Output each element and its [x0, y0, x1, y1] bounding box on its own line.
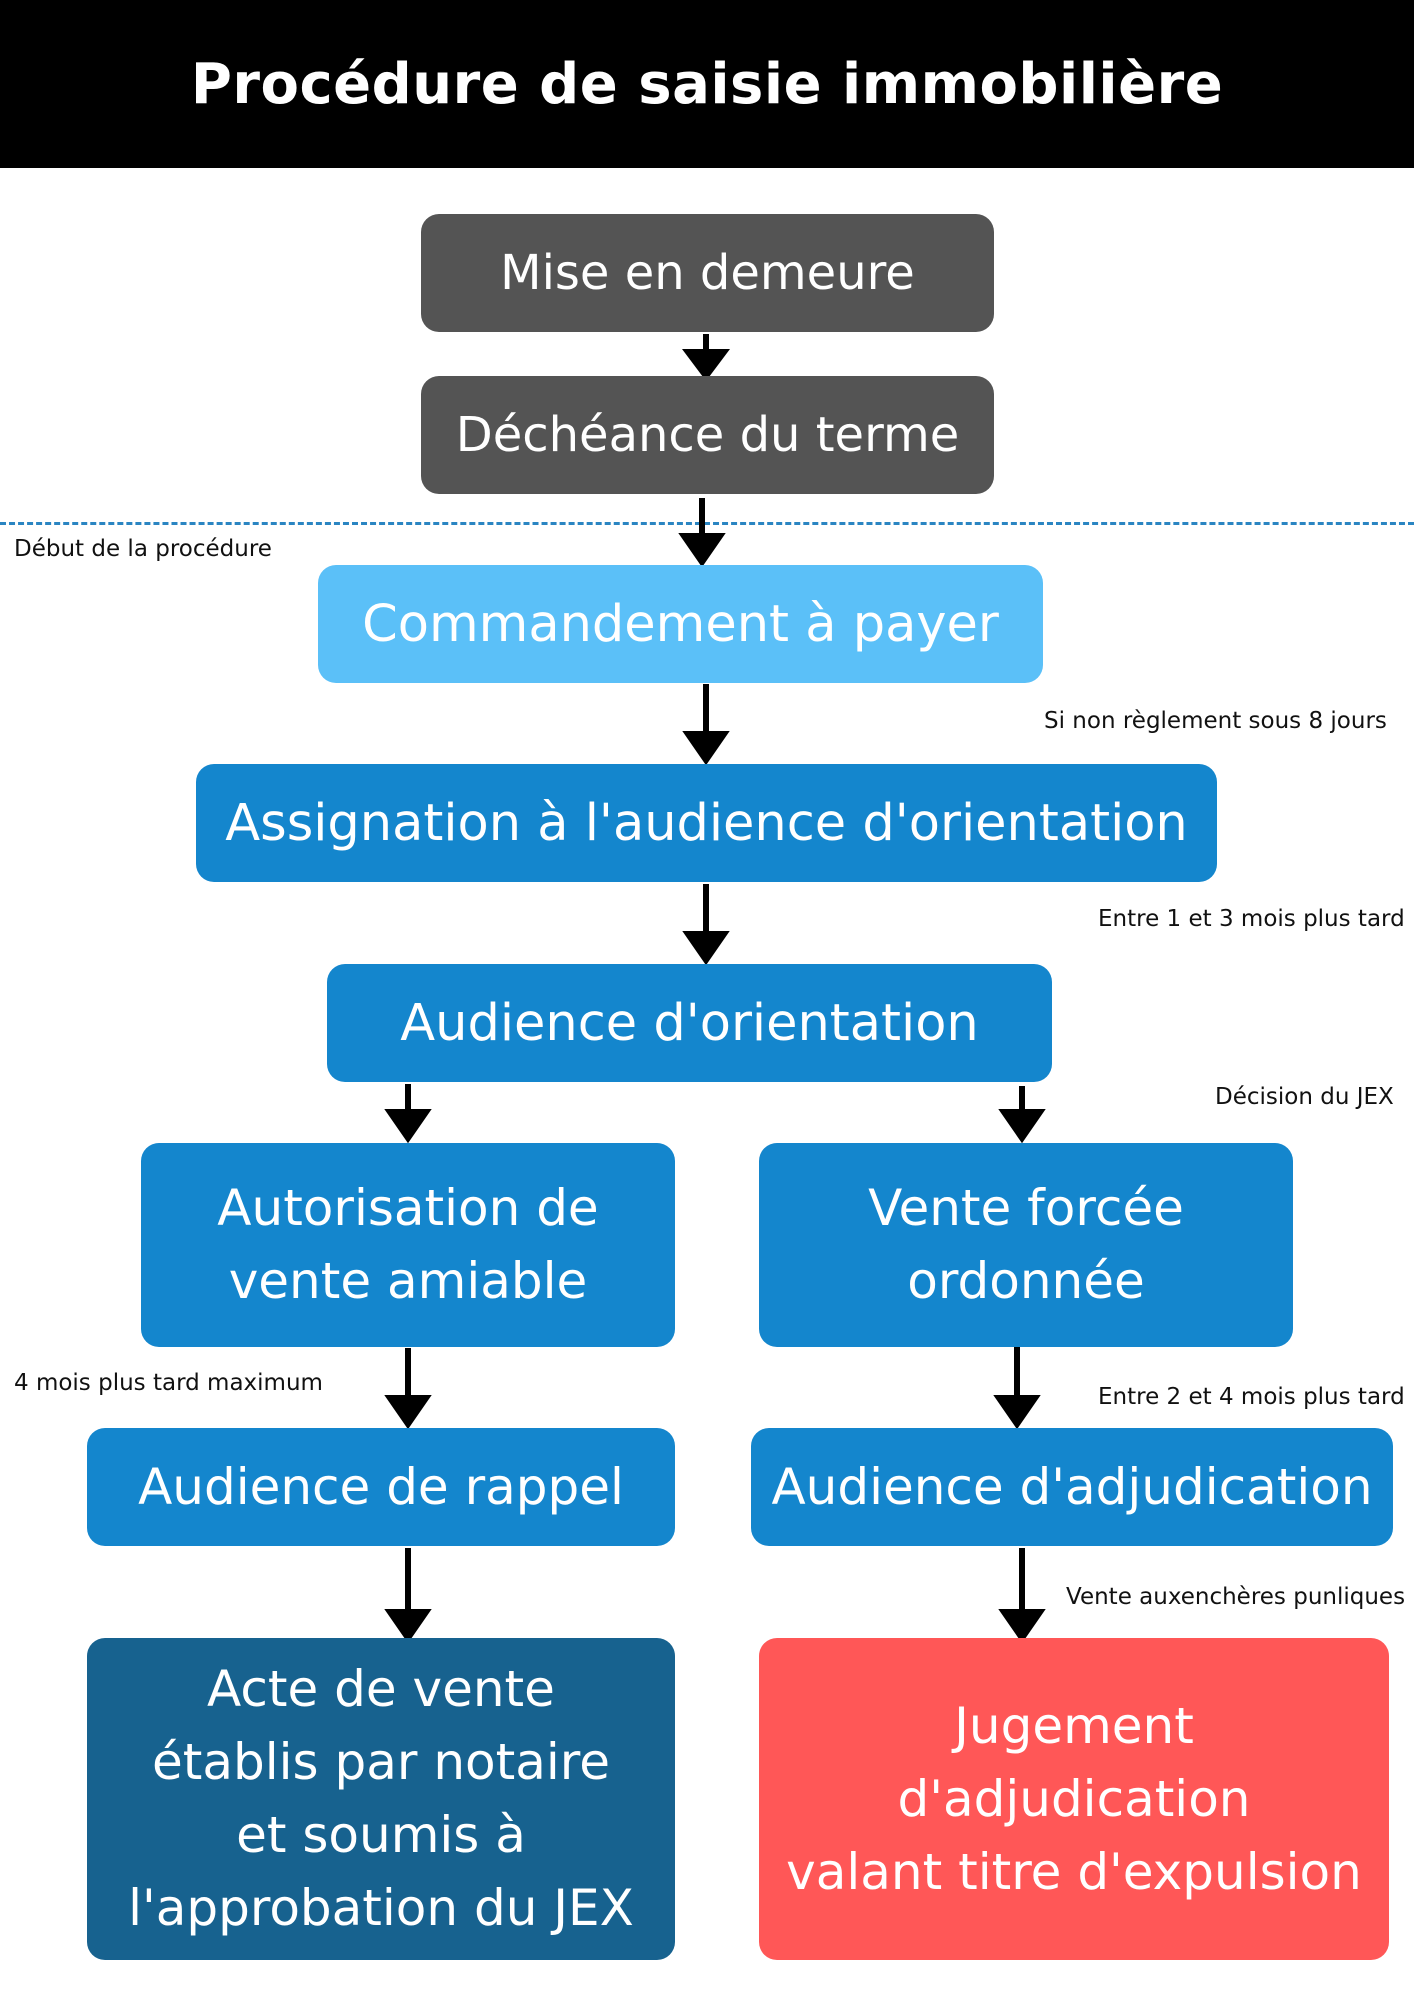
arrow-head — [998, 1609, 1046, 1644]
arrow-head — [998, 1109, 1046, 1144]
step-autorisation-vente-amiable: Autorisation de vente amiable — [141, 1143, 675, 1347]
arrow-head — [678, 533, 726, 568]
step-acte-de-vente: Acte de vente établis par notaire et sou… — [87, 1638, 675, 1960]
arrow-head — [384, 1395, 432, 1430]
step-assignation: Assignation à l'audience d'orientation — [196, 764, 1217, 882]
arrow-head — [384, 1609, 432, 1644]
step-audience-rappel: Audience de rappel — [87, 1428, 675, 1546]
title-banner: Procédure de saisie immobilière — [0, 0, 1414, 168]
note-debut-procedure: Début de la procédure — [14, 536, 272, 562]
arrow-head — [682, 349, 730, 381]
note-huit-jours: Si non règlement sous 8 jours — [1044, 708, 1387, 734]
note-deux-quatre-mois: Entre 2 et 4 mois plus tard — [1098, 1384, 1405, 1410]
step-decheance-du-terme: Déchéance du terme — [421, 376, 994, 494]
arrow-head — [682, 931, 730, 966]
note-un-trois-mois: Entre 1 et 3 mois plus tard — [1098, 906, 1405, 932]
note-decision-jex: Décision du JEX — [1215, 1084, 1394, 1110]
step-audience-adjudication: Audience d'adjudication — [751, 1428, 1393, 1546]
step-jugement-adjudication: Jugement d'adjudication valant titre d'e… — [759, 1638, 1389, 1960]
arrow-head — [682, 731, 730, 766]
step-mise-en-demeure: Mise en demeure — [421, 214, 994, 332]
step-commandement-a-payer: Commandement à payer — [318, 565, 1043, 683]
procedure-start-divider — [0, 522, 1414, 525]
note-encheres: Vente auxenchères punliques — [1066, 1584, 1406, 1610]
page-title: Procédure de saisie immobilière — [190, 51, 1224, 117]
arrow-head — [993, 1395, 1041, 1430]
note-quatre-mois: 4 mois plus tard maximum — [14, 1370, 323, 1396]
arrow-head — [384, 1109, 432, 1144]
step-audience-orientation: Audience d'orientation — [327, 964, 1052, 1082]
step-vente-forcee-ordonnee: Vente forcée ordonnée — [759, 1143, 1293, 1347]
